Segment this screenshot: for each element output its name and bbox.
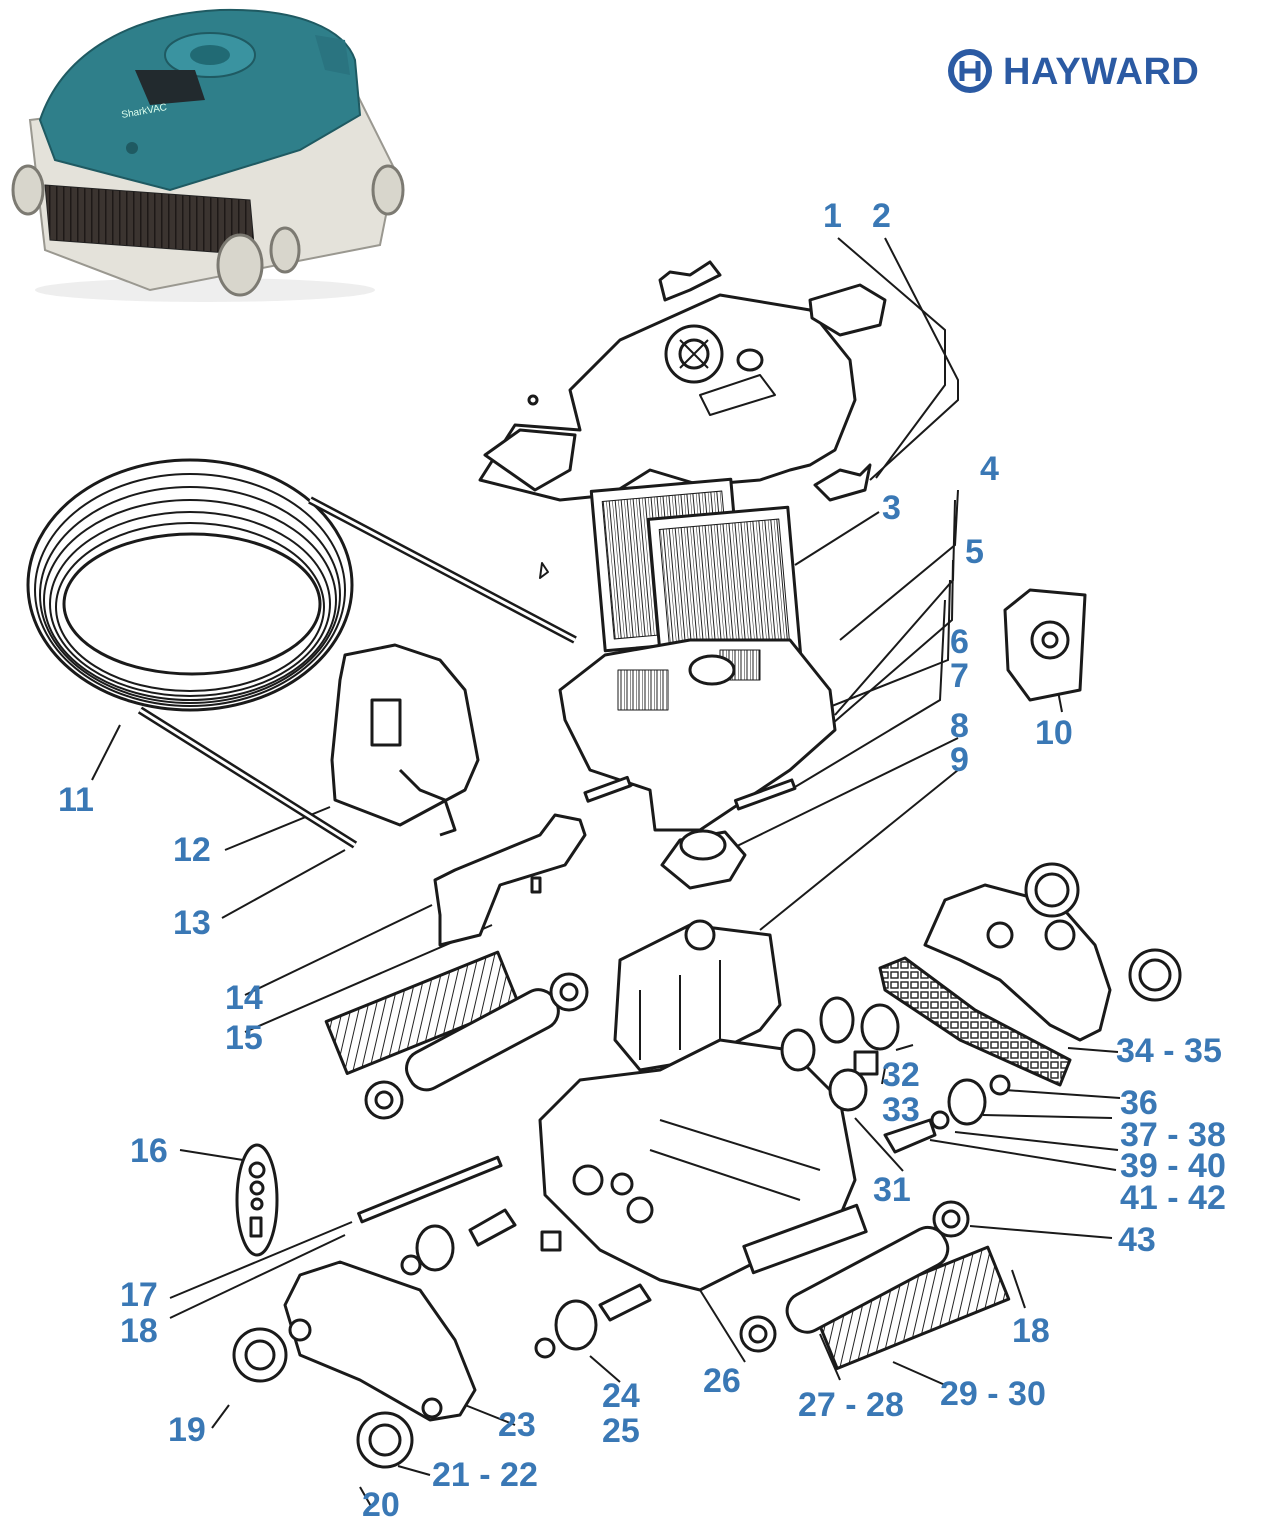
side-panel-left bbox=[283, 1260, 477, 1422]
brand-name: HAYWARD bbox=[1003, 50, 1200, 93]
gear-24a bbox=[415, 1224, 455, 1272]
callout-39-40: 39 - 40 bbox=[1120, 1147, 1226, 1185]
power-supply bbox=[330, 643, 480, 827]
callout-5: 5 bbox=[965, 533, 984, 571]
callout-43: 43 bbox=[1118, 1221, 1156, 1259]
callout-12: 12 bbox=[173, 831, 211, 869]
callout-34-35: 34 - 35 bbox=[1116, 1032, 1222, 1070]
cover-handle-right bbox=[808, 283, 887, 337]
callout-23: 23 bbox=[498, 1406, 536, 1444]
washer-33 bbox=[853, 1050, 879, 1076]
latch bbox=[813, 463, 872, 502]
callout-37-38: 37 - 38 bbox=[1120, 1116, 1226, 1154]
callout-3: 3 bbox=[882, 489, 901, 527]
callout-15: 15 bbox=[225, 1019, 263, 1057]
hayward-h-logo-icon bbox=[948, 49, 992, 93]
washer-39 bbox=[930, 1110, 950, 1130]
callout-36: 36 bbox=[1120, 1084, 1158, 1122]
gear-37 bbox=[947, 1078, 987, 1126]
floating-cable bbox=[26, 458, 577, 849]
product-photo: SharkVAC bbox=[11, 8, 405, 302]
callout-20: 20 bbox=[362, 1486, 400, 1524]
gear-32c bbox=[780, 1028, 816, 1072]
gear-32a bbox=[819, 996, 855, 1044]
callout-8: 8 bbox=[950, 707, 969, 745]
rod-7 bbox=[583, 775, 632, 803]
callout-7: 7 bbox=[950, 657, 969, 695]
callout-33: 33 bbox=[882, 1091, 920, 1129]
brush-roller-left bbox=[324, 950, 521, 1075]
cover-handle-left bbox=[483, 428, 577, 492]
callout-17: 17 bbox=[120, 1276, 158, 1314]
callout-41-42: 41 - 42 bbox=[1120, 1179, 1226, 1217]
callout-24: 24 bbox=[602, 1377, 640, 1415]
callout-10: 10 bbox=[1035, 714, 1073, 752]
callout-19: 19 bbox=[168, 1411, 206, 1449]
callout-1: 1 bbox=[823, 197, 842, 235]
brush-core-right bbox=[785, 1225, 950, 1334]
handle bbox=[433, 813, 587, 947]
gear-31 bbox=[828, 1068, 868, 1112]
callout-32: 32 bbox=[882, 1056, 920, 1094]
callout-6: 6 bbox=[950, 623, 969, 661]
callout-21-22: 21 - 22 bbox=[432, 1456, 538, 1494]
gear-32b bbox=[860, 1003, 900, 1051]
axle-rod bbox=[357, 1155, 503, 1224]
callout-13: 13 bbox=[173, 904, 211, 942]
axle-41 bbox=[883, 1118, 937, 1154]
callout-18-right: 18 bbox=[1012, 1312, 1050, 1350]
callout-11: 11 bbox=[58, 781, 94, 819]
block-27 bbox=[742, 1203, 868, 1275]
motor-block bbox=[613, 923, 782, 1072]
callout-16: 16 bbox=[130, 1132, 168, 1170]
parts bbox=[26, 260, 1182, 1469]
callout-4: 4 bbox=[980, 450, 999, 488]
callout-18-left: 18 bbox=[120, 1312, 158, 1350]
callout-14: 14 bbox=[225, 979, 263, 1017]
bushing-36 bbox=[989, 1074, 1011, 1096]
gear-24b bbox=[554, 1299, 598, 1351]
callout-29-30: 29 - 30 bbox=[940, 1375, 1046, 1413]
callout-2: 2 bbox=[872, 197, 891, 235]
callout-31: 31 bbox=[873, 1171, 911, 1209]
callout-25: 25 bbox=[602, 1412, 640, 1450]
leader-lines bbox=[91, 237, 1121, 1509]
callout-27-28: 27 - 28 bbox=[798, 1386, 904, 1424]
washer-pad bbox=[540, 1230, 562, 1252]
callout-9: 9 bbox=[950, 741, 969, 779]
rod-8 bbox=[733, 778, 797, 811]
callout-26: 26 bbox=[703, 1362, 741, 1400]
track bbox=[878, 956, 1072, 1087]
brand-logo: HAYWARD bbox=[945, 44, 1199, 100]
